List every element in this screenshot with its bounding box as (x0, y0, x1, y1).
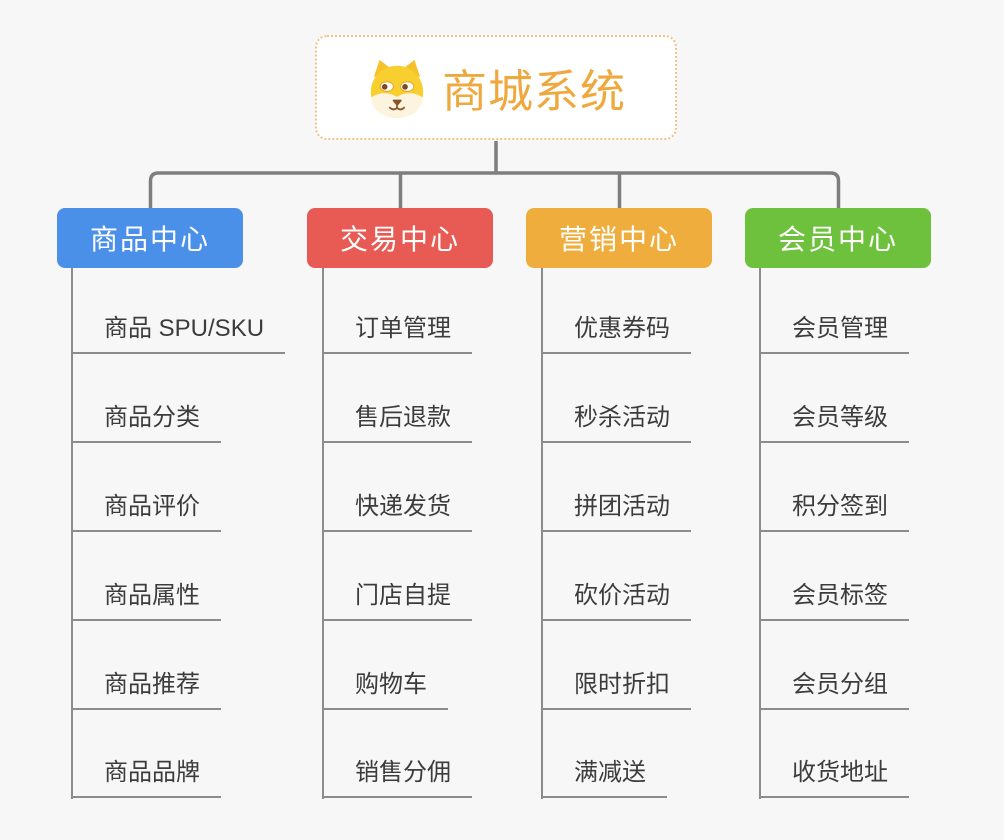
branch-label: 会员中心 (777, 224, 898, 255)
leaf-node[interactable]: 积分签到 (759, 492, 909, 532)
leaf-node[interactable]: 商品评价 (71, 492, 221, 532)
branch-children-line (322, 268, 324, 799)
branch-label: 营销中心 (558, 224, 679, 255)
leaf-node[interactable]: 售后退款 (322, 403, 472, 443)
branch-label: 商品中心 (89, 224, 210, 255)
shiba-dog-icon (370, 59, 424, 118)
leaf-node[interactable]: 会员管理 (759, 314, 909, 354)
branch-children-line (759, 268, 761, 799)
leaf-node[interactable]: 会员标签 (759, 581, 909, 621)
leaf-node[interactable]: 拼团活动 (541, 492, 691, 532)
leaf-node[interactable]: 会员等级 (759, 403, 909, 443)
branch-node-product-center[interactable]: 商品中心 (57, 208, 243, 268)
leaf-node[interactable]: 商品推荐 (71, 670, 221, 710)
leaf-node[interactable]: 秒杀活动 (541, 403, 691, 443)
leaf-node[interactable]: 快递发货 (322, 492, 472, 532)
leaf-node[interactable]: 商品属性 (71, 581, 221, 621)
leaf-node[interactable]: 订单管理 (322, 314, 472, 354)
root-title: 商城系统 (441, 66, 626, 117)
branch-node-member-center[interactable]: 会员中心 (745, 208, 931, 268)
leaf-node[interactable]: 砍价活动 (541, 581, 691, 621)
leaf-node[interactable]: 商品 SPU/SKU (71, 314, 286, 354)
leaf-node[interactable]: 门店自提 (322, 581, 472, 621)
root-node[interactable]: 商城系统 (315, 35, 677, 140)
leaf-node[interactable]: 商品分类 (71, 403, 221, 443)
leaf-node[interactable]: 满减送 (541, 758, 667, 798)
leaf-node[interactable]: 商品品牌 (71, 758, 221, 798)
branch-node-marketing-center[interactable]: 营销中心 (526, 208, 712, 268)
branch-label: 交易中心 (339, 224, 460, 255)
leaf-node[interactable]: 购物车 (322, 670, 448, 710)
leaf-node[interactable]: 销售分佣 (322, 758, 472, 798)
leaf-node[interactable]: 会员分组 (759, 670, 909, 710)
leaf-node[interactable]: 限时折扣 (541, 670, 691, 710)
branch-node-trade-center[interactable]: 交易中心 (307, 208, 493, 268)
leaf-node[interactable]: 优惠券码 (541, 314, 691, 354)
leaf-node[interactable]: 收货地址 (759, 758, 909, 798)
branch-rail-line (148, 171, 841, 208)
branch-children-line (541, 268, 543, 799)
branch-children-line (71, 268, 73, 799)
